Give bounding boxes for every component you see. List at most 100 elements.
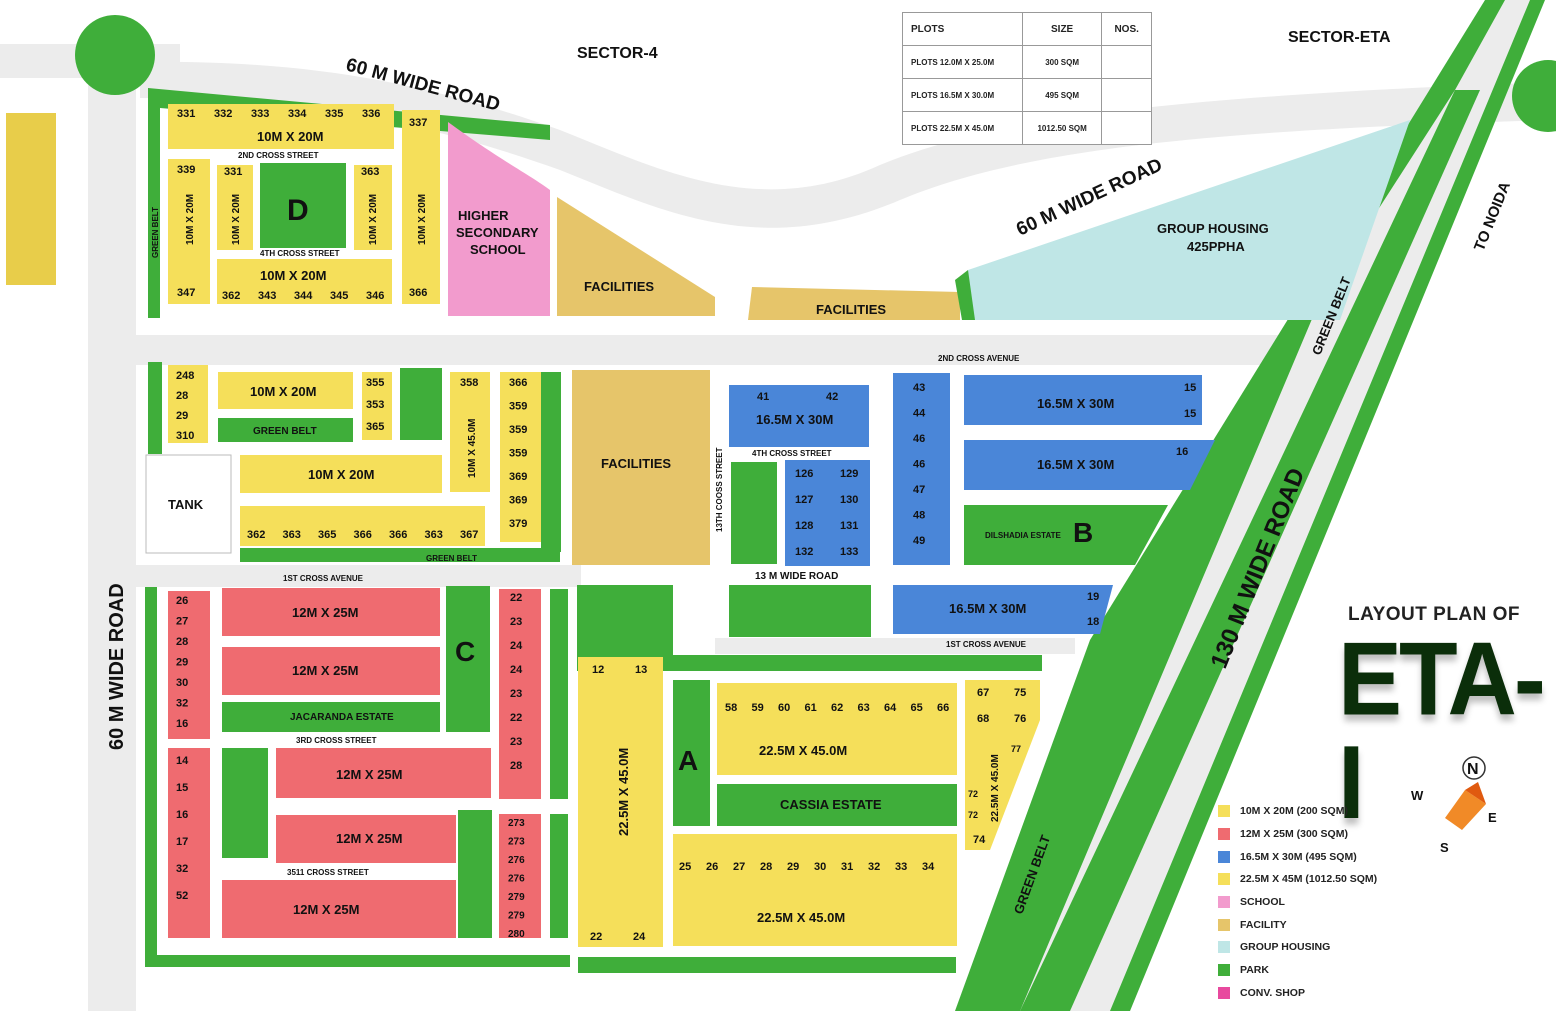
cassia-label: CASSIA ESTATE	[780, 797, 882, 812]
plot-number: 13	[635, 664, 647, 676]
plot-number: 344	[294, 290, 313, 302]
plot-number: 77	[1011, 744, 1021, 754]
legend-item: FACILITY	[1218, 913, 1377, 936]
group-housing	[968, 120, 1410, 320]
green-belt-d: GREEN BELT	[151, 207, 160, 258]
plot-number: 366	[509, 377, 527, 389]
summary-nos	[1101, 45, 1152, 79]
plot-number: 365	[366, 421, 384, 433]
legend-item: 22.5M X 45M (1012.50 SQM)	[1218, 868, 1377, 891]
legend-label: GROUP HOUSING	[1240, 941, 1331, 954]
plot-number: 369	[509, 495, 527, 507]
green-belt-low: GREEN BELT	[426, 554, 477, 563]
summary-plots: PLOTS 16.5M X 30.0M	[902, 78, 1023, 112]
plot-number: 128	[795, 520, 813, 532]
plot-number: 331	[177, 108, 195, 120]
plot-number: 22	[590, 931, 602, 943]
size-d-top: 10M X 20M	[257, 129, 323, 144]
a-park	[673, 680, 710, 826]
plot-number: 24	[510, 664, 523, 676]
plot-number: 358	[460, 377, 478, 389]
plot-number: 72	[968, 810, 978, 820]
mid-green-belt	[218, 418, 353, 442]
size-a-bottom: 22.5M X 45.0M	[757, 910, 845, 925]
roundabout-nw	[75, 15, 155, 95]
block-c-label: C	[455, 636, 475, 667]
plot-number: 337	[409, 117, 427, 129]
plot-number: 76	[1014, 713, 1026, 725]
plot-number: 127	[795, 494, 813, 506]
plot-number: 126	[795, 468, 813, 480]
plot-number: 28	[176, 390, 188, 402]
legend-swatch	[1218, 873, 1230, 886]
plot-number: 279	[508, 892, 525, 903]
plot-number: 17	[176, 836, 188, 848]
cassia	[717, 784, 957, 826]
facilities-3	[572, 370, 710, 565]
block-b-label: B	[1073, 517, 1093, 548]
legend-swatch	[1218, 805, 1230, 818]
plot-number: 355	[366, 377, 384, 389]
school-l2: SECONDARY	[456, 225, 539, 240]
plot-number: 366	[389, 529, 407, 541]
street-4th-cross: 4TH CROSS STREET	[260, 249, 340, 258]
legend-swatch	[1218, 850, 1230, 863]
legend-item: 16.5M X 30M (495 SQM)	[1218, 845, 1377, 868]
plot-number: 347	[177, 287, 195, 299]
street-4th-cross-b: 4TH CROSS STREET	[752, 449, 832, 458]
legend-item: 10M X 20M (200 SQM)	[1218, 800, 1377, 823]
plot-number: 64	[884, 702, 897, 714]
plot-number: 359	[509, 401, 527, 413]
street-5th-cross: 3511 CROSS STREET	[287, 868, 369, 877]
summary-header-row: PLOTS SIZE NOS.	[902, 12, 1152, 46]
plot-number: 74	[973, 834, 986, 846]
road-13m: 13 M WIDE ROAD	[755, 571, 838, 582]
plot-number: 363	[283, 529, 301, 541]
plot-number: 41	[757, 391, 769, 403]
block-d	[148, 88, 1410, 320]
size-red-4: 12M X 25M	[336, 831, 402, 846]
plot-number: 273	[508, 837, 525, 848]
plot-number: 133	[840, 546, 858, 558]
summary-size: 495 SQM	[1021, 78, 1103, 112]
left-road	[88, 30, 136, 1011]
plot-number: 28	[760, 861, 772, 873]
street-2nd-cross: 2ND CROSS STREET	[238, 151, 319, 160]
legend-label: CONV. SHOP	[1240, 986, 1305, 999]
plot-number: 32	[868, 861, 880, 873]
summary-plots: PLOTS 12.0M X 25.0M	[902, 45, 1023, 79]
plot-number: 336	[362, 108, 380, 120]
size-mid-2: 10M X 20M	[308, 467, 374, 482]
plot-number: 32	[176, 863, 188, 875]
plot-number: 14	[176, 755, 189, 767]
school-l3: SCHOOL	[470, 242, 526, 257]
legend-swatch	[1218, 918, 1230, 931]
plot-number: 366	[354, 529, 372, 541]
legend-label: PARK	[1240, 964, 1269, 977]
size-blue-1: 16.5M X 30M	[756, 412, 833, 427]
plot-number: 18	[1087, 616, 1099, 628]
gh-label-1: GROUP HOUSING	[1157, 221, 1269, 236]
plot-number: 365	[318, 529, 336, 541]
plot-number: 379	[509, 518, 527, 530]
plot-number: 362	[222, 290, 240, 302]
plot-number: 280	[508, 929, 525, 940]
summary-nos	[1101, 111, 1152, 145]
dilshadia	[964, 505, 1168, 565]
plot-number: 63	[858, 702, 870, 714]
plot-number: 30	[814, 861, 826, 873]
plot-number: 366	[409, 287, 427, 299]
plot-number: 43	[913, 382, 925, 394]
plot-number: 34	[922, 861, 935, 873]
facilities-2	[748, 287, 960, 320]
street-3rd-cross: 3RD CROSS STREET	[296, 736, 377, 745]
plot-number: 29	[787, 861, 799, 873]
plot-number: 72	[968, 789, 978, 799]
c-park	[446, 586, 490, 732]
size-red-2: 12M X 25M	[292, 663, 358, 678]
summary-header-size: SIZE	[1021, 12, 1103, 46]
road-left-label: 60 M WIDE ROAD	[106, 583, 128, 750]
legend-item: GROUP HOUSING	[1218, 936, 1377, 959]
plot-number: 46	[913, 459, 925, 471]
